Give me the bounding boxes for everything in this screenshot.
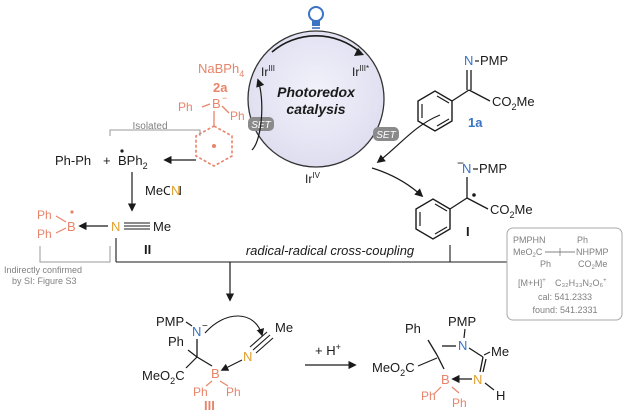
intermediate-nitrile-n: N [243, 349, 252, 364]
imine-phenyl-ring [417, 90, 453, 132]
photoredox-cycle: Photoredox catalysis IrIII IrIII* IrIV S… [247, 6, 441, 198]
intermediate-b-ph-right: Ph [226, 385, 241, 399]
product-hydrogen: H [496, 388, 505, 403]
set-right-arrow-in [376, 114, 441, 164]
intermediate-III: PMP N − Ph MeO2C B Ph Ph N Me III [142, 314, 293, 412]
coupling-connector: radical-radical cross-coupling [115, 238, 555, 302]
intermediate-nitrogen: N [192, 324, 201, 339]
byproduct-cal: cal: 541.2333 [538, 292, 592, 302]
reagent-ph-right: Ph [230, 109, 245, 123]
plus-sign: + [103, 153, 111, 168]
protonation-label: + H+ [315, 342, 341, 358]
cycle-title-line1: Photoredox [277, 84, 356, 100]
byproduct-co2me: CO2Me [578, 259, 607, 271]
coupling-label: radical-radical cross-coupling [246, 243, 415, 258]
radical-charge: − [457, 156, 464, 170]
confirm-line1: Indirectly confirmed [4, 265, 82, 275]
reagent-phenyl-ring [195, 125, 233, 167]
product-boron: B [441, 372, 450, 387]
byproduct-nhpmp: NHPMP [576, 247, 609, 257]
adduct-ph-top: Ph [37, 208, 52, 222]
ir-III-label: IrIII [261, 64, 275, 79]
ir-III-excited-label: IrIII* [352, 64, 369, 79]
imine-pmp: PMP [480, 53, 508, 68]
byproduct-box: PMPHN Ph MeO2C NHPMP Ph CO2Me [M+H]+ C₃₂… [506, 227, 623, 321]
cycle-title-line2: catalysis [286, 101, 345, 117]
intermediate-boron: B [211, 366, 220, 381]
adduct-boron: B [67, 219, 76, 234]
imine-nitrogen: N [464, 53, 473, 68]
product-ester: MeO2C [372, 360, 415, 378]
byproduct-mh: [M+H]+ [518, 278, 546, 288]
radical-id: I [466, 224, 470, 239]
adduct-ph-bottom: Ph [37, 227, 52, 241]
set-label-right: SET [376, 130, 396, 141]
reagent-id: 2a [213, 80, 228, 95]
boryl-radical-label: BPh2 [118, 153, 148, 171]
reagent-2a: NaBPh4 2a Ph B − Ph [178, 61, 245, 167]
imine-ester: CO2Me [492, 94, 535, 112]
intermediate-methyl: Me [275, 320, 293, 335]
imine-id: 1a [468, 115, 483, 130]
product-nitrogen: N [458, 338, 467, 353]
mecn-n-highlight: N [171, 183, 180, 198]
radical-phenyl-ring [415, 198, 451, 240]
imine-1a: N PMP CO2Me 1a [417, 53, 535, 132]
adduct-II: Ph Ph B N Me II Indirectly confirmed by … [4, 208, 171, 286]
biphenyl-label: Ph-Ph [55, 153, 91, 168]
confirm-line2: by SI: Figure S3 [12, 276, 77, 286]
byproduct-ph-bottom: Ph [540, 259, 551, 269]
byproduct-ph-top: Ph [577, 235, 588, 245]
set-badge-right [373, 127, 399, 141]
byproduct-meo2c: MeO2C [513, 247, 543, 259]
byproduct-pmphn: PMPHN [513, 235, 546, 245]
reagent-ph-left: Ph [178, 100, 193, 114]
reagent-formula: NaBPh4 [198, 61, 244, 79]
product-methyl: Me [491, 344, 509, 359]
adduct-nitrogen: N [111, 219, 120, 234]
reagent-boron-charge: − [222, 93, 227, 103]
intermediate-ester: MeO2C [142, 368, 185, 386]
light-excitation-arc [271, 35, 361, 53]
electron-push-arrow [204, 315, 265, 337]
reagent-boron: B [212, 96, 221, 111]
adduct-methyl: Me [153, 219, 171, 234]
protonation-step: + H+ [305, 342, 357, 370]
radical-nitrogen: N [462, 161, 471, 176]
product-b-ph-left: Ph [421, 389, 436, 403]
adduct-id: II [144, 242, 151, 257]
isolated-byproducts: Isolated Ph-Ph + BPh2 [55, 121, 201, 171]
ir-IV-label: IrIV [305, 171, 321, 186]
final-product: Ph PMP N Me MeO2C B N H Ph Ph [372, 314, 509, 410]
lightbulb-icon [308, 6, 324, 29]
product-nh-nitrogen: N [473, 372, 482, 387]
intermediate-ph: Ph [168, 334, 184, 349]
catalysis-circle [247, 30, 385, 168]
isolated-label: Isolated [132, 121, 167, 132]
product-b-ph-right: Ph [452, 396, 467, 410]
product-pmp: PMP [448, 314, 476, 329]
intermediate-charge: − [202, 321, 208, 332]
radical-anion-I: − N PMP CO2Me I [415, 156, 533, 240]
byproduct-formula: C₃₂H₃₃N₂O₆+ [555, 278, 607, 288]
set-right-arrow-out [371, 167, 424, 198]
intermediate-id: III [204, 398, 215, 412]
product-ph: Ph [405, 321, 421, 336]
intermediate-pmp: PMP [156, 314, 184, 329]
radical-pmp: PMP [479, 161, 507, 176]
intermediate-b-ph-left: Ph [193, 385, 208, 399]
set-left-arrow [251, 78, 265, 151]
radical-ester: CO2Me [490, 202, 533, 220]
set-label-left: SET [251, 120, 271, 131]
byproduct-found: found: 541.2331 [532, 305, 597, 315]
